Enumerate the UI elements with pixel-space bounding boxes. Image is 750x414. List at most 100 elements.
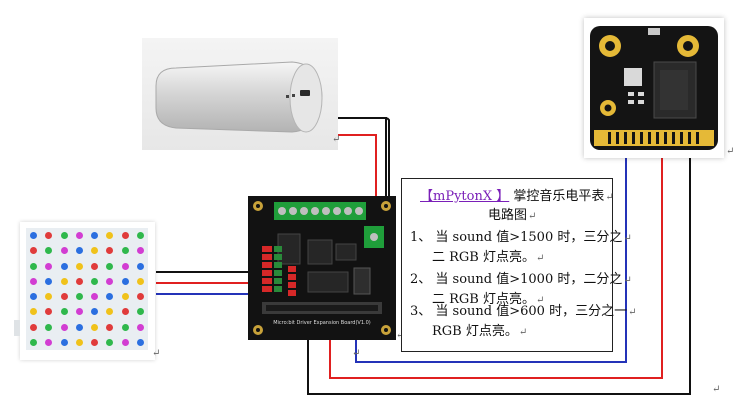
led-cell bbox=[72, 304, 87, 319]
rgb-led bbox=[91, 338, 99, 346]
step-2-line-1: 2、 当 sound 值>1000 时，二分之↵ bbox=[410, 268, 632, 287]
led-cell bbox=[57, 304, 72, 319]
led-cell bbox=[133, 320, 148, 335]
rgb-led bbox=[106, 277, 114, 285]
led-cell bbox=[26, 304, 41, 319]
description-box: 【mPytonX 】 掌控音乐电平表↵ 电路图 ↵ 1、 当 sound 值>15… bbox=[401, 178, 636, 352]
step-2-line-2-text: 二 RGB 灯点亮。 bbox=[432, 292, 535, 307]
rgb-led bbox=[91, 277, 99, 285]
rgb-led bbox=[45, 247, 53, 255]
led-cell bbox=[118, 274, 133, 289]
led-cell bbox=[72, 289, 87, 304]
led-cell bbox=[87, 228, 102, 243]
step-1-line-2-text: 二 RGB 灯点亮。 bbox=[432, 250, 535, 265]
led-cell bbox=[87, 335, 102, 350]
rgb-led bbox=[136, 308, 144, 316]
driver-expansion-board: Micro:bit Driver Expansion Board(V1.0) bbox=[248, 196, 396, 340]
rgb-led bbox=[91, 247, 99, 255]
rgb-led bbox=[121, 262, 129, 270]
rgb-led bbox=[60, 293, 68, 301]
rgb-led bbox=[45, 262, 53, 270]
rgb-led bbox=[136, 247, 144, 255]
step-3-line-2-text: RGB 灯点亮。 bbox=[432, 324, 518, 339]
wire-black-controller bbox=[386, 117, 390, 204]
rgb-led-matrix bbox=[26, 228, 148, 350]
rgb-led bbox=[60, 308, 68, 316]
rgb-led bbox=[75, 262, 83, 270]
led-cell bbox=[57, 320, 72, 335]
rgb-led bbox=[45, 308, 53, 316]
rgb-led bbox=[30, 232, 38, 240]
return-mark: ↵ bbox=[518, 327, 528, 338]
rgb-led bbox=[121, 308, 129, 316]
rgb-led bbox=[75, 232, 83, 240]
rgb-led bbox=[30, 262, 38, 270]
note-subtitle-text: 电路图 bbox=[488, 208, 528, 223]
return-mark: ↵ bbox=[623, 233, 632, 244]
rgb-led bbox=[30, 247, 38, 255]
led-cell bbox=[118, 228, 133, 243]
rgb-led bbox=[75, 277, 83, 285]
rgb-led bbox=[60, 277, 68, 285]
rgb-led bbox=[136, 262, 144, 270]
rgb-led bbox=[121, 232, 129, 240]
led-cell bbox=[41, 304, 56, 319]
return-mark: ↵ bbox=[623, 275, 632, 286]
led-cell bbox=[26, 274, 41, 289]
led-cell bbox=[72, 228, 87, 243]
rgb-led bbox=[75, 308, 83, 316]
rgb-led bbox=[136, 338, 144, 346]
led-cell bbox=[72, 274, 87, 289]
led-cell bbox=[118, 289, 133, 304]
led-cell bbox=[57, 243, 72, 258]
led-cell bbox=[118, 243, 133, 258]
rgb-led bbox=[121, 247, 129, 255]
board-silkscreen: Micro:bit Driver Expansion Board(V1.0) bbox=[273, 320, 371, 326]
rgb-led bbox=[121, 277, 129, 285]
rgb-led bbox=[136, 293, 144, 301]
led-cell bbox=[118, 320, 133, 335]
rgb-led bbox=[60, 323, 68, 331]
led-cell bbox=[102, 259, 117, 274]
led-cell bbox=[57, 289, 72, 304]
led-cell bbox=[133, 243, 148, 258]
led-cell bbox=[87, 259, 102, 274]
rgb-led bbox=[106, 338, 114, 346]
rgb-led bbox=[75, 293, 83, 301]
led-cell bbox=[57, 274, 72, 289]
return-mark: ↵ bbox=[605, 192, 614, 203]
rgb-led bbox=[136, 277, 144, 285]
led-cell bbox=[41, 320, 56, 335]
led-cell bbox=[87, 274, 102, 289]
rgb-led bbox=[60, 262, 68, 270]
led-cell bbox=[133, 335, 148, 350]
rgb-led bbox=[106, 247, 114, 255]
led-cell bbox=[26, 243, 41, 258]
step-1-line-1: 1、 当 sound 值>1500 时，三分之↵ bbox=[410, 226, 632, 245]
rgb-led bbox=[136, 323, 144, 331]
step-2-line-1-text: 2、 当 sound 值>1000 时，二分之 bbox=[410, 272, 623, 287]
controller-board bbox=[590, 26, 718, 150]
led-cell bbox=[72, 335, 87, 350]
rgb-led bbox=[91, 232, 99, 240]
rgb-led bbox=[45, 277, 53, 285]
rgb-led bbox=[75, 323, 83, 331]
led-cell bbox=[102, 289, 117, 304]
return-mark: ↵ bbox=[352, 348, 361, 359]
rgb-led bbox=[30, 308, 38, 316]
led-cell bbox=[102, 228, 117, 243]
note-title: 【mPytonX 】 掌控音乐电平表↵ bbox=[420, 185, 614, 204]
led-cell bbox=[26, 228, 41, 243]
led-cell bbox=[41, 335, 56, 350]
rgb-led bbox=[75, 247, 83, 255]
power-bank bbox=[142, 38, 338, 150]
rgb-led-matrix-card bbox=[14, 222, 155, 360]
rgb-led bbox=[30, 323, 38, 331]
rgb-led bbox=[106, 293, 114, 301]
led-cell bbox=[133, 228, 148, 243]
rgb-led bbox=[91, 262, 99, 270]
rgb-led bbox=[106, 262, 114, 270]
led-cell bbox=[57, 259, 72, 274]
power-bank-graphic bbox=[155, 61, 323, 133]
wire-black-power bbox=[322, 117, 387, 200]
